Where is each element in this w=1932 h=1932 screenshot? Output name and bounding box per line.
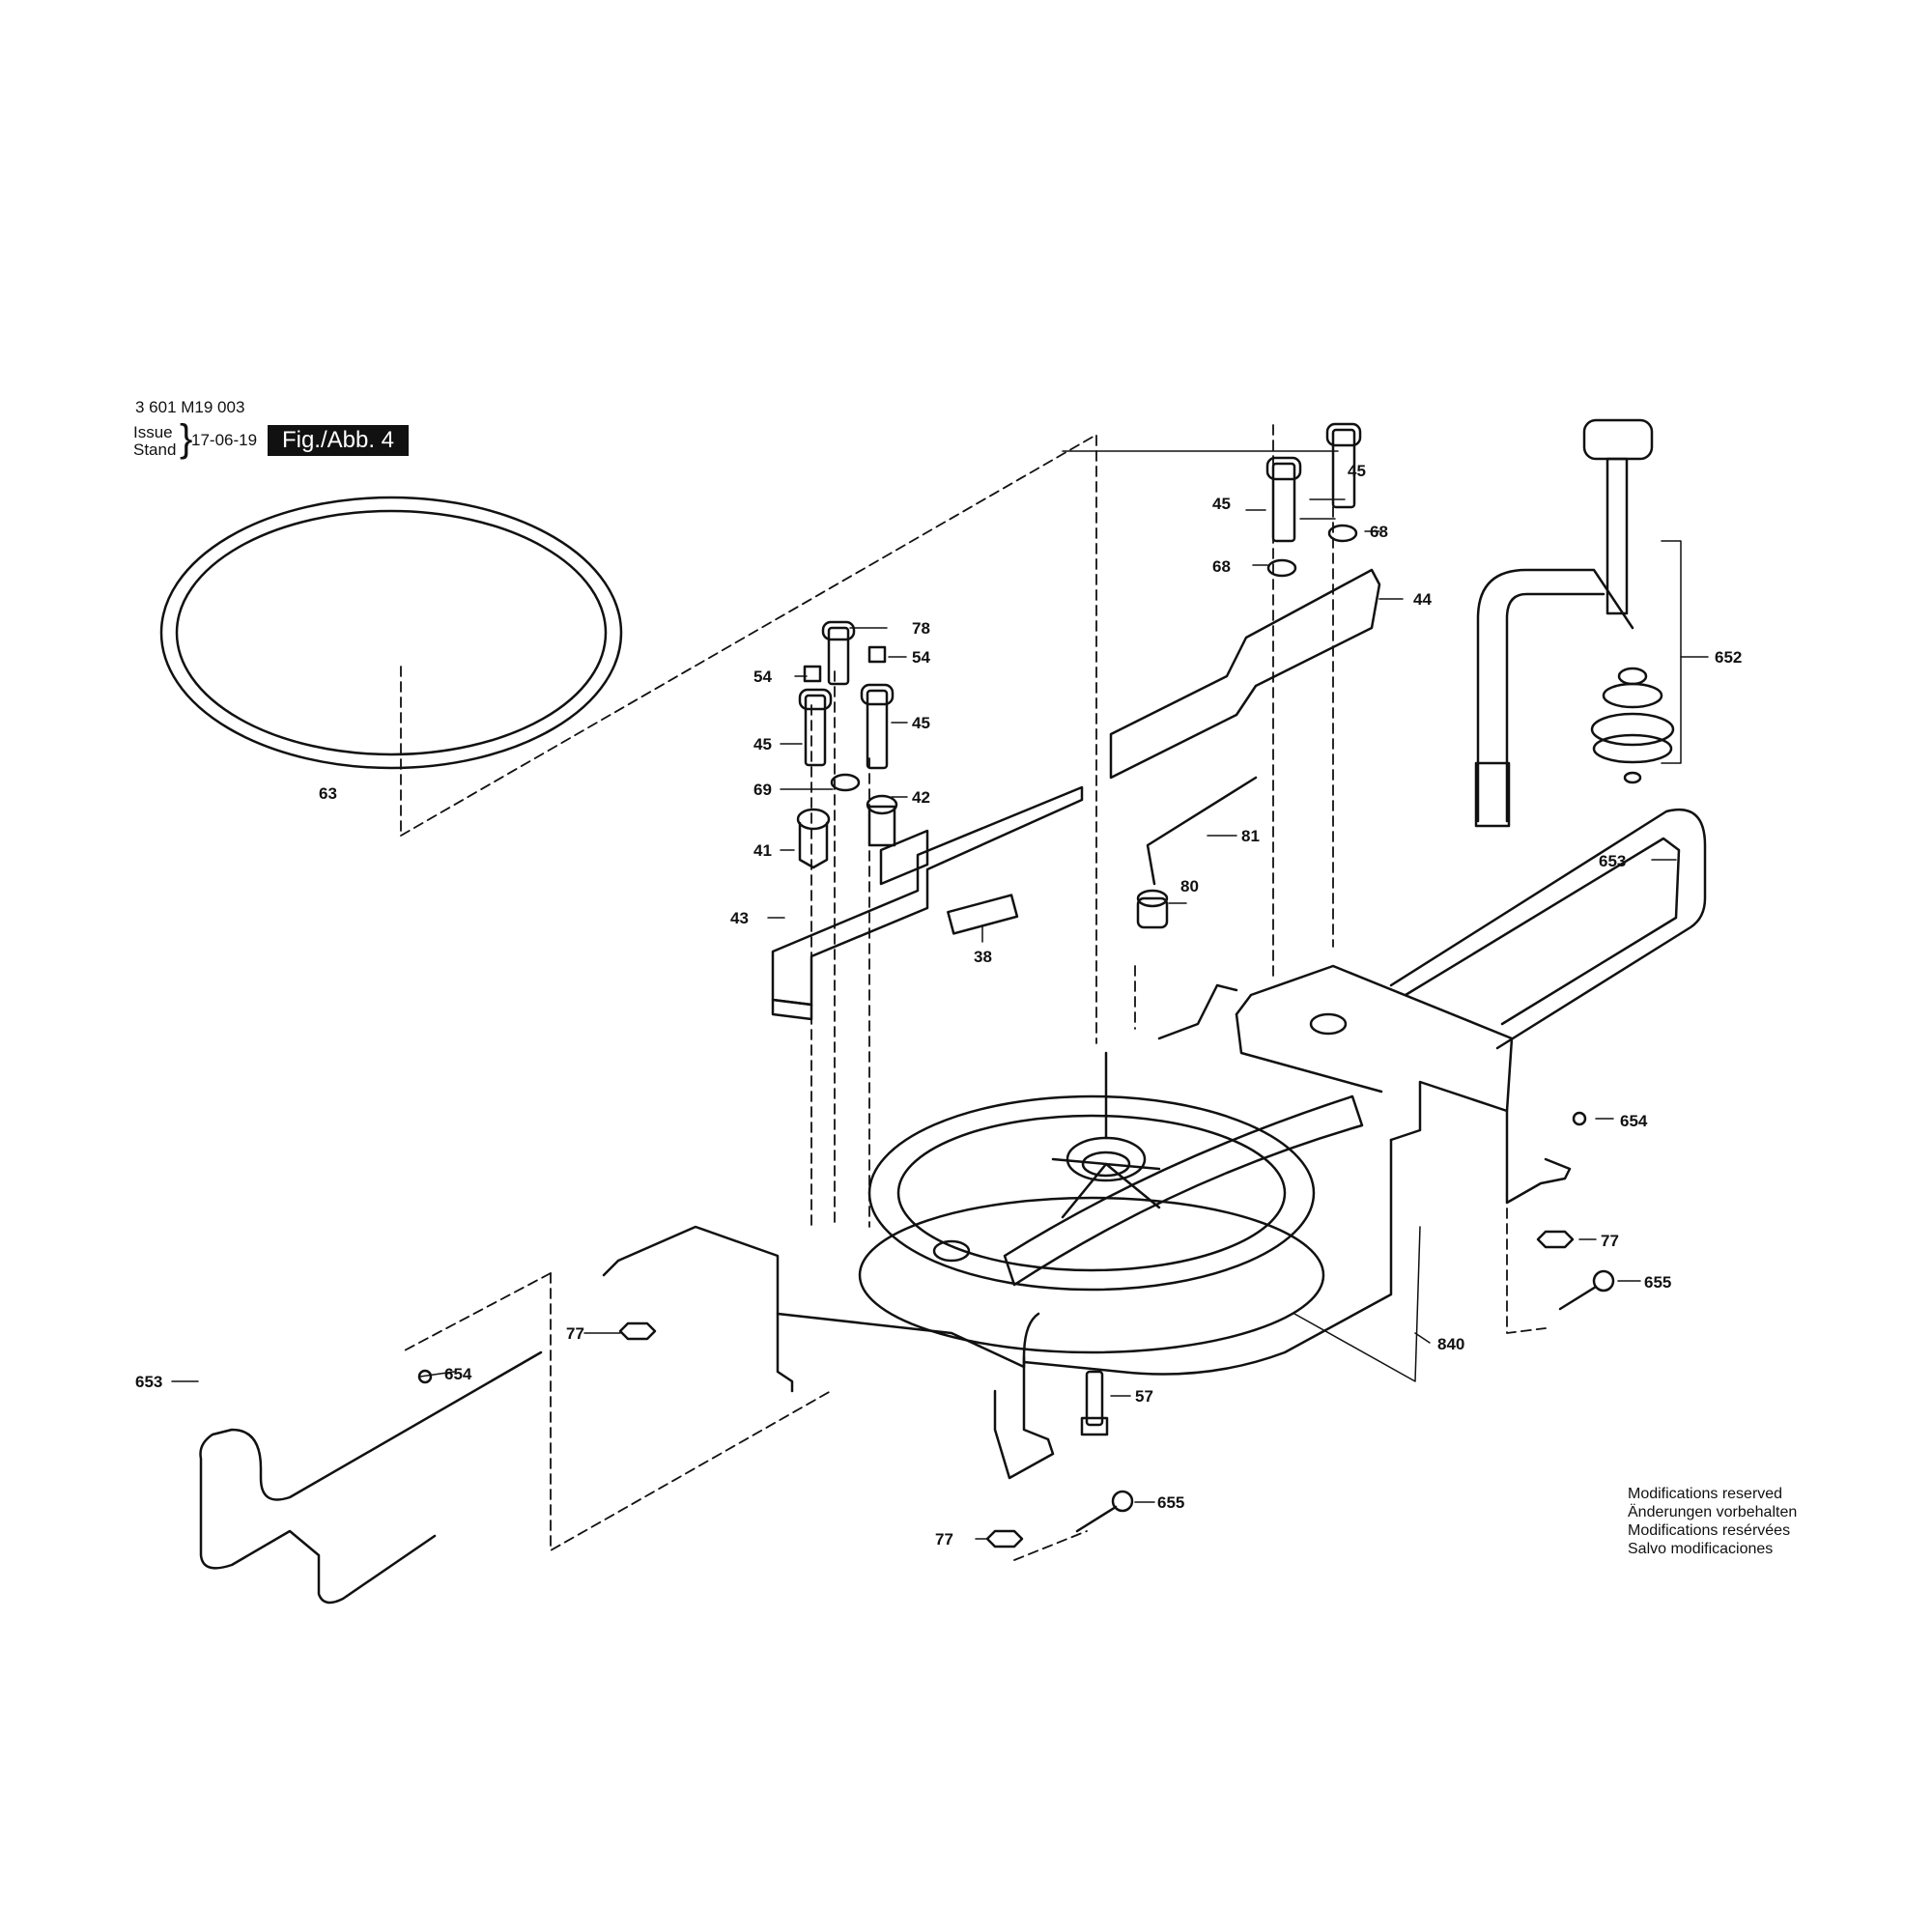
callouts: 63 78 54 54 45 45 69 42 41 43 38 45 45 6…	[135, 462, 1742, 1548]
collar-80	[1136, 889, 1169, 929]
callout-68b: 68	[1212, 557, 1231, 576]
note-fr: Modifications resérvées	[1628, 1522, 1791, 1539]
callout-44: 44	[1413, 590, 1432, 609]
issue-date: 17-06-19	[191, 431, 258, 449]
callout-654-right: 654	[1620, 1112, 1648, 1130]
hex-key-81	[1146, 776, 1258, 886]
callout-43: 43	[730, 909, 749, 927]
callout-63: 63	[319, 784, 337, 803]
callout-57: 57	[1135, 1387, 1153, 1406]
brace-glyph: }	[180, 417, 193, 460]
support-rod-right-inner	[1404, 837, 1681, 1026]
clamp-652	[1474, 418, 1675, 828]
assembly-lines	[400, 424, 1547, 1561]
callout-77-bottom: 77	[935, 1530, 953, 1548]
callout-652: 652	[1715, 648, 1742, 667]
callout-68a: 68	[1370, 523, 1388, 541]
miter-scale	[1003, 1094, 1364, 1287]
callout-69: 69	[753, 781, 772, 799]
figure-label: Fig./Abb. 4	[268, 425, 409, 456]
support-rod-right-653	[1389, 809, 1707, 1050]
bushings-41-42	[796, 794, 898, 869]
callout-78: 78	[912, 619, 930, 638]
callout-54b: 54	[753, 668, 772, 686]
callout-655-left: 655	[1157, 1493, 1184, 1512]
callout-840: 840	[1437, 1335, 1464, 1353]
fence-left-43	[771, 785, 1084, 1021]
nuts-54	[803, 645, 887, 683]
leader-lines	[171, 450, 1709, 1540]
callout-38: 38	[974, 948, 992, 966]
note-de: Änderungen vorbehalten	[1628, 1504, 1798, 1520]
support-rod-left-653	[199, 1350, 543, 1605]
callout-77-right: 77	[1601, 1232, 1619, 1250]
callout-45a: 45	[912, 714, 930, 732]
label-plate-38	[947, 894, 1019, 935]
ring-63	[159, 496, 623, 770]
callout-45d: 45	[1212, 495, 1231, 513]
fence-right-44	[1109, 568, 1381, 780]
washers-68	[830, 524, 1358, 792]
saw-base	[602, 964, 1572, 1480]
screws	[798, 422, 1362, 770]
callout-653-right: 653	[1599, 852, 1626, 870]
part-number: 3 601 M19 003	[135, 398, 245, 416]
callout-655-right: 655	[1644, 1273, 1671, 1292]
callout-653-left: 653	[135, 1373, 162, 1391]
issue-label: Issue	[133, 423, 173, 441]
stand-label: Stand	[133, 440, 177, 459]
callout-54a: 54	[912, 648, 930, 667]
fasteners	[417, 1111, 1615, 1548]
note-en: Modifications reserved	[1628, 1486, 1783, 1502]
callout-81: 81	[1241, 827, 1260, 845]
note-es: Salvo modificaciones	[1628, 1541, 1774, 1557]
callout-42: 42	[912, 788, 930, 807]
callout-45c: 45	[1348, 462, 1366, 480]
callout-654-left: 654	[444, 1365, 472, 1383]
callout-77-left: 77	[566, 1324, 584, 1343]
callout-80: 80	[1180, 877, 1199, 895]
callout-41: 41	[753, 841, 772, 860]
callout-45b: 45	[753, 735, 772, 753]
